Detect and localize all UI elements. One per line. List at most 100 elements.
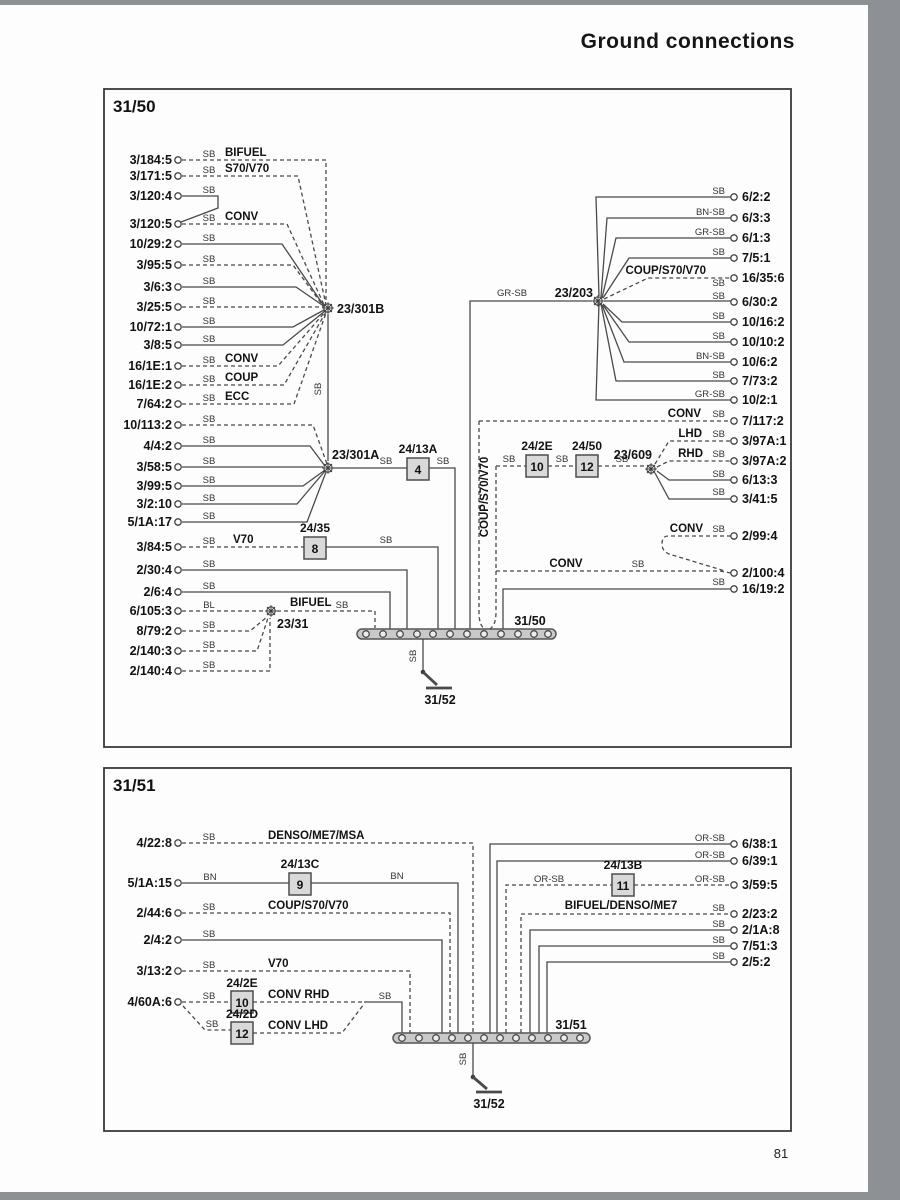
- wire-color-label: SB: [203, 213, 216, 224]
- terminal-circle: [174, 240, 182, 248]
- terminal-label: 6/1:3: [742, 231, 771, 245]
- wire-color-label: SB: [203, 393, 216, 404]
- terminal-circle: [174, 192, 182, 200]
- terminal-circle: [174, 381, 182, 389]
- fan-wires: [595, 196, 731, 401]
- variant-label: CONV: [225, 211, 259, 223]
- terminal-label: 6/38:1: [742, 837, 777, 851]
- terminal-row: 2/1A:8SB: [529, 919, 780, 1033]
- right-terminal-rows: 6/2:2SB 6/3:3BN-SB 6/1:3GR-SB 7/5:1SB 16…: [479, 186, 787, 629]
- terminal-circle: [174, 442, 182, 450]
- terminal-label: 7/73:2: [742, 374, 777, 388]
- terminal-circle: [174, 647, 182, 655]
- terminal-circle: [730, 476, 738, 484]
- terminal-label: 8/79:2: [137, 624, 172, 638]
- wire-color-label: SB: [616, 454, 629, 465]
- wire-color-label: SB: [380, 535, 393, 546]
- terminal-circle: [174, 566, 182, 574]
- variant-label: S70/V70: [225, 163, 269, 175]
- terminal-label: 16/1E:2: [128, 378, 172, 392]
- terminal-label: 6/39:1: [742, 854, 777, 868]
- wire-color-label: BN: [203, 872, 216, 883]
- terminal-circle: [730, 958, 738, 966]
- wire-color-label: SB: [203, 620, 216, 631]
- wire: [601, 304, 731, 363]
- variant-label: V70: [268, 958, 288, 970]
- wire-color-label: GR-SB: [695, 389, 725, 400]
- wire-color-label: SB: [203, 475, 216, 486]
- terminal-label: 10/29:2: [130, 237, 172, 251]
- terminal-circle: [730, 457, 738, 465]
- terminal-label: 3/120:4: [130, 189, 172, 203]
- connector-label: 24/13C: [281, 857, 320, 871]
- wire-color-label: SB: [203, 185, 216, 196]
- terminal-circle: [730, 532, 738, 540]
- wire: [656, 460, 731, 468]
- wire-color-label: OR-SB: [695, 833, 725, 844]
- wire-color-label: SB: [203, 511, 216, 522]
- wire: [656, 470, 731, 481]
- wire: [182, 469, 326, 487]
- wire: [654, 440, 731, 465]
- terminal-label: 6/13:3: [742, 473, 777, 487]
- terminal-label: 16/19:2: [742, 582, 784, 596]
- ground-bus-31-50: 31/50: [356, 614, 557, 640]
- junction-label: 23/31: [277, 617, 308, 631]
- terminal-label: 6/105:3: [130, 604, 172, 618]
- terminal-circle: [174, 500, 182, 508]
- terminal-circle: [730, 396, 738, 404]
- bus-terminal: [514, 630, 522, 638]
- terminal-circle: [730, 926, 738, 934]
- wire-color-label: SB: [712, 278, 725, 289]
- terminal-label: 16/35:6: [742, 271, 784, 285]
- ground-label: 31/52: [473, 1097, 504, 1111]
- wire: [182, 470, 326, 505]
- wire-color-label: SB: [203, 660, 216, 671]
- wire-color-label: OR-SB: [534, 874, 564, 885]
- wire: [182, 617, 269, 652]
- wire: [600, 303, 731, 382]
- bus-terminal: [415, 1034, 423, 1042]
- wire-color-label: SB: [712, 524, 725, 535]
- bus-terminal: [530, 630, 538, 638]
- ground-label: 31/52: [424, 693, 455, 707]
- wire-color-label: SB: [203, 559, 216, 570]
- bus-terminal: [379, 630, 387, 638]
- wire: [182, 159, 327, 303]
- terminal-circle: [174, 879, 182, 887]
- paper-background: [0, 5, 868, 1192]
- junction-label: 23/203: [555, 286, 593, 300]
- terminal-label: 2/5:2: [742, 955, 771, 969]
- wire-color-label: OR-SB: [695, 850, 725, 861]
- terminal-label: 7/117:2: [742, 414, 784, 428]
- wire: [182, 842, 474, 1033]
- terminal-row: 7/51:3SB: [538, 935, 777, 1033]
- terminal-row: 10/2:1GR-SB: [695, 389, 778, 407]
- terminal-label: 3/58:5: [137, 460, 172, 474]
- wire-color-label: BN: [390, 871, 403, 882]
- bus-label: 31/51: [555, 1018, 586, 1032]
- terminal-circle: [730, 840, 738, 848]
- wire: [529, 929, 731, 1033]
- connector-box: [575, 454, 599, 478]
- terminal-label: 3/13:2: [137, 964, 172, 978]
- terminal-label: 4/22:8: [137, 836, 172, 850]
- diagram-title: 31/50: [113, 97, 156, 116]
- wire-color-label: SB: [712, 311, 725, 322]
- wire: [661, 535, 731, 572]
- wire-color-label: SB: [203, 536, 216, 547]
- wire-color-label: SB: [203, 456, 216, 467]
- connector-pin: 10: [235, 996, 249, 1010]
- wire: [182, 243, 325, 307]
- bus-terminal: [429, 630, 437, 638]
